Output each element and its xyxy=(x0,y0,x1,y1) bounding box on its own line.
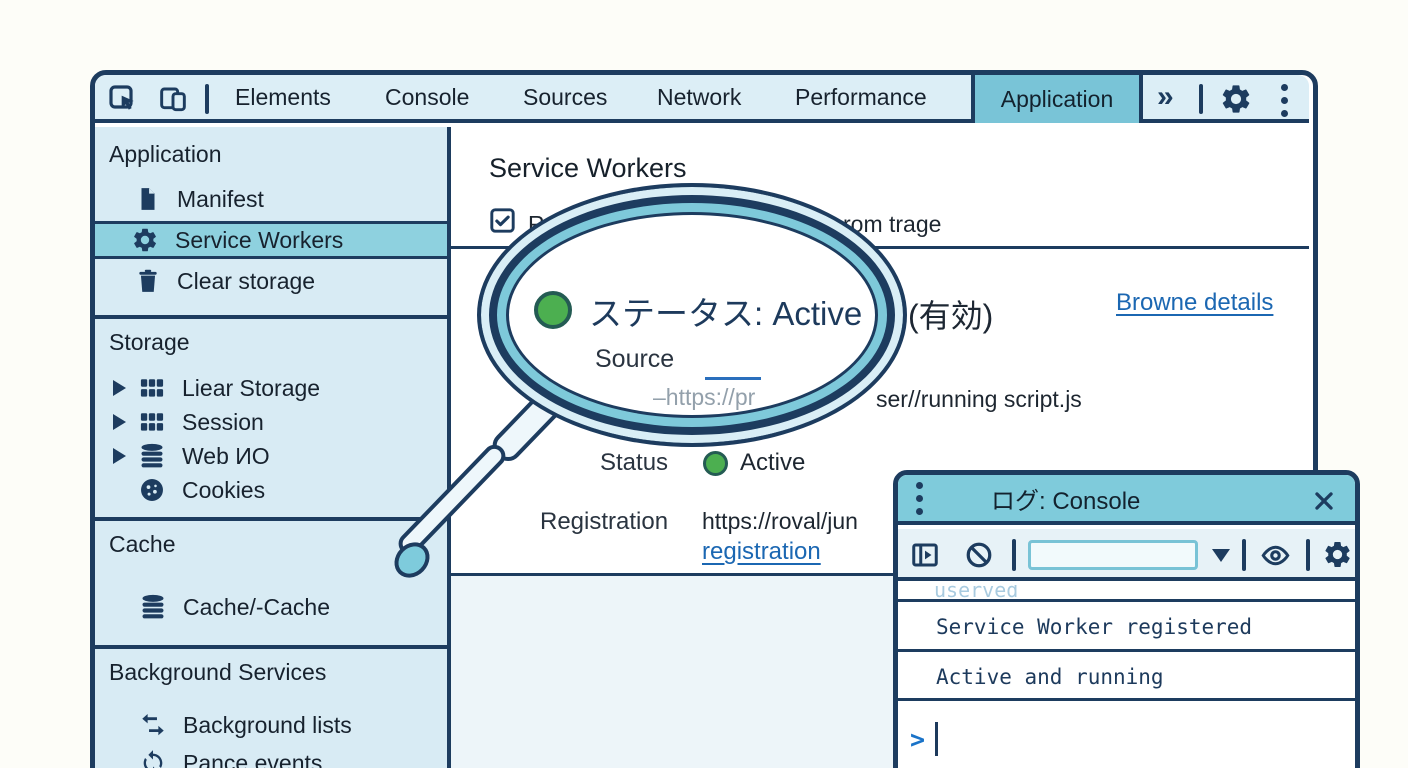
device-toolbar-icon[interactable] xyxy=(157,83,189,115)
close-icon[interactable] xyxy=(1311,488,1337,514)
source-url-dark: ser//running script.js xyxy=(876,386,1082,412)
magnified-status-text: ステータス: Active xyxy=(589,295,863,332)
spacer xyxy=(113,482,126,498)
table-icon xyxy=(138,408,166,436)
magnifier-lens-content: ステータス: Active Source –https://pr xyxy=(477,183,907,447)
console-title: ログ: Console xyxy=(991,487,1141,515)
status-row-value: Active xyxy=(740,449,806,476)
registration-link[interactable]: registration xyxy=(702,538,821,565)
gear-icon xyxy=(131,226,159,254)
section-divider xyxy=(95,517,447,521)
application-sidebar: Application Manifest Service Workers Cle… xyxy=(95,127,451,768)
table-icon xyxy=(138,374,166,402)
sidebar-item-cache-storage[interactable]: Cache/-Cache xyxy=(95,589,447,625)
toolbar-divider xyxy=(205,84,209,114)
text-cursor xyxy=(935,722,939,756)
console-settings-gear-icon[interactable] xyxy=(1322,539,1353,570)
sidebar-item-manifest[interactable]: Manifest xyxy=(95,181,447,217)
sync-arrows-icon xyxy=(139,711,167,739)
prompt-chevron-icon: > xyxy=(910,724,926,754)
section-rule xyxy=(451,246,1309,249)
console-toolbar xyxy=(898,529,1355,581)
source-row-label: Source xyxy=(595,345,675,373)
sidebar-item-session[interactable]: Session xyxy=(95,405,447,439)
database-icon xyxy=(139,593,167,621)
status-green-dot xyxy=(703,451,728,476)
sidebar-item-service-workers[interactable]: Service Workers xyxy=(95,221,447,259)
section-divider xyxy=(95,645,447,649)
clear-console-icon[interactable] xyxy=(964,540,994,570)
registration-row-value: https://roval/jun xyxy=(702,508,858,534)
sidebar-section-storage: Storage xyxy=(109,329,190,355)
registration-row-label: Registration xyxy=(540,508,669,535)
console-prompt-row[interactable]: > xyxy=(898,704,1355,768)
console-log-row: Active and running xyxy=(898,655,1355,701)
section-divider xyxy=(95,315,447,319)
database-icon xyxy=(138,442,166,470)
sidebar-item-pance-events[interactable]: Pance events xyxy=(95,745,447,768)
source-link-stub[interactable] xyxy=(705,377,761,380)
devtools-tab-bar: Elements Console Sources Network Perform… xyxy=(95,75,1309,123)
trash-icon xyxy=(135,268,161,294)
console-filter-input[interactable] xyxy=(1028,540,1198,570)
update-checkbox[interactable] xyxy=(489,207,516,234)
sidebar-item-clear-storage[interactable]: Clear storage xyxy=(95,263,447,299)
tab-elements[interactable]: Elements xyxy=(235,83,331,110)
cookie-icon xyxy=(138,476,166,504)
section-rule xyxy=(451,573,1309,576)
source-url-gray: –https://pr xyxy=(653,384,756,410)
sidebar-section-cache: Cache xyxy=(109,531,176,557)
live-expression-eye-icon[interactable] xyxy=(1260,540,1291,571)
drag-handle-dots-icon[interactable] xyxy=(916,481,923,515)
expand-triangle-icon[interactable] xyxy=(113,380,126,396)
console-log-row: Service Worker registered xyxy=(898,605,1355,652)
expand-triangle-icon[interactable] xyxy=(113,448,126,464)
tab-performance[interactable]: Performance xyxy=(795,83,927,110)
filter-dropdown-arrow-icon[interactable] xyxy=(1212,549,1230,562)
sidebar-item-cookies[interactable]: Cookies xyxy=(95,473,447,507)
console-log-row-clipped: userved xyxy=(898,585,1355,602)
panel-title: Service Workers xyxy=(489,153,687,183)
console-popup: ログ: Console userved xyxy=(893,470,1360,768)
toolbar-divider xyxy=(1199,84,1203,114)
sidebar-item-background-lists[interactable]: Background lists xyxy=(95,707,447,743)
show-sidebar-panel-icon[interactable] xyxy=(910,540,940,570)
toolbar-divider xyxy=(1306,539,1310,571)
status-suffix-text: (有効) xyxy=(908,298,994,334)
tab-application-active[interactable]: Application xyxy=(971,75,1143,123)
toolbar-divider xyxy=(1242,539,1246,571)
sidebar-item-web-sql[interactable]: Web ИO xyxy=(95,439,447,473)
tab-sources[interactable]: Sources xyxy=(523,83,608,110)
settings-gear-icon[interactable] xyxy=(1219,82,1253,116)
sidebar-section-background-services: Background Services xyxy=(109,659,327,685)
sidebar-section-application: Application xyxy=(109,141,222,167)
faded-log-text: userved xyxy=(934,585,1019,602)
tab-console[interactable]: Console xyxy=(385,83,470,110)
sidebar-item-liear-storage[interactable]: Liear Storage xyxy=(95,371,447,405)
kebab-menu-icon[interactable] xyxy=(1281,84,1288,117)
toolbar-divider xyxy=(1012,539,1016,571)
inspect-element-icon[interactable] xyxy=(107,83,139,115)
tab-network[interactable]: Network xyxy=(657,83,742,110)
status-row-label: Status xyxy=(600,449,669,476)
console-header[interactable]: ログ: Console xyxy=(898,475,1355,525)
expand-triangle-icon[interactable] xyxy=(113,414,126,430)
document-icon xyxy=(135,186,161,212)
status-green-dot-magnified xyxy=(534,291,572,329)
more-tabs-chevron[interactable]: » xyxy=(1157,80,1174,113)
browne-details-link[interactable]: Browne details xyxy=(1116,289,1274,316)
refresh-icon xyxy=(139,749,167,768)
